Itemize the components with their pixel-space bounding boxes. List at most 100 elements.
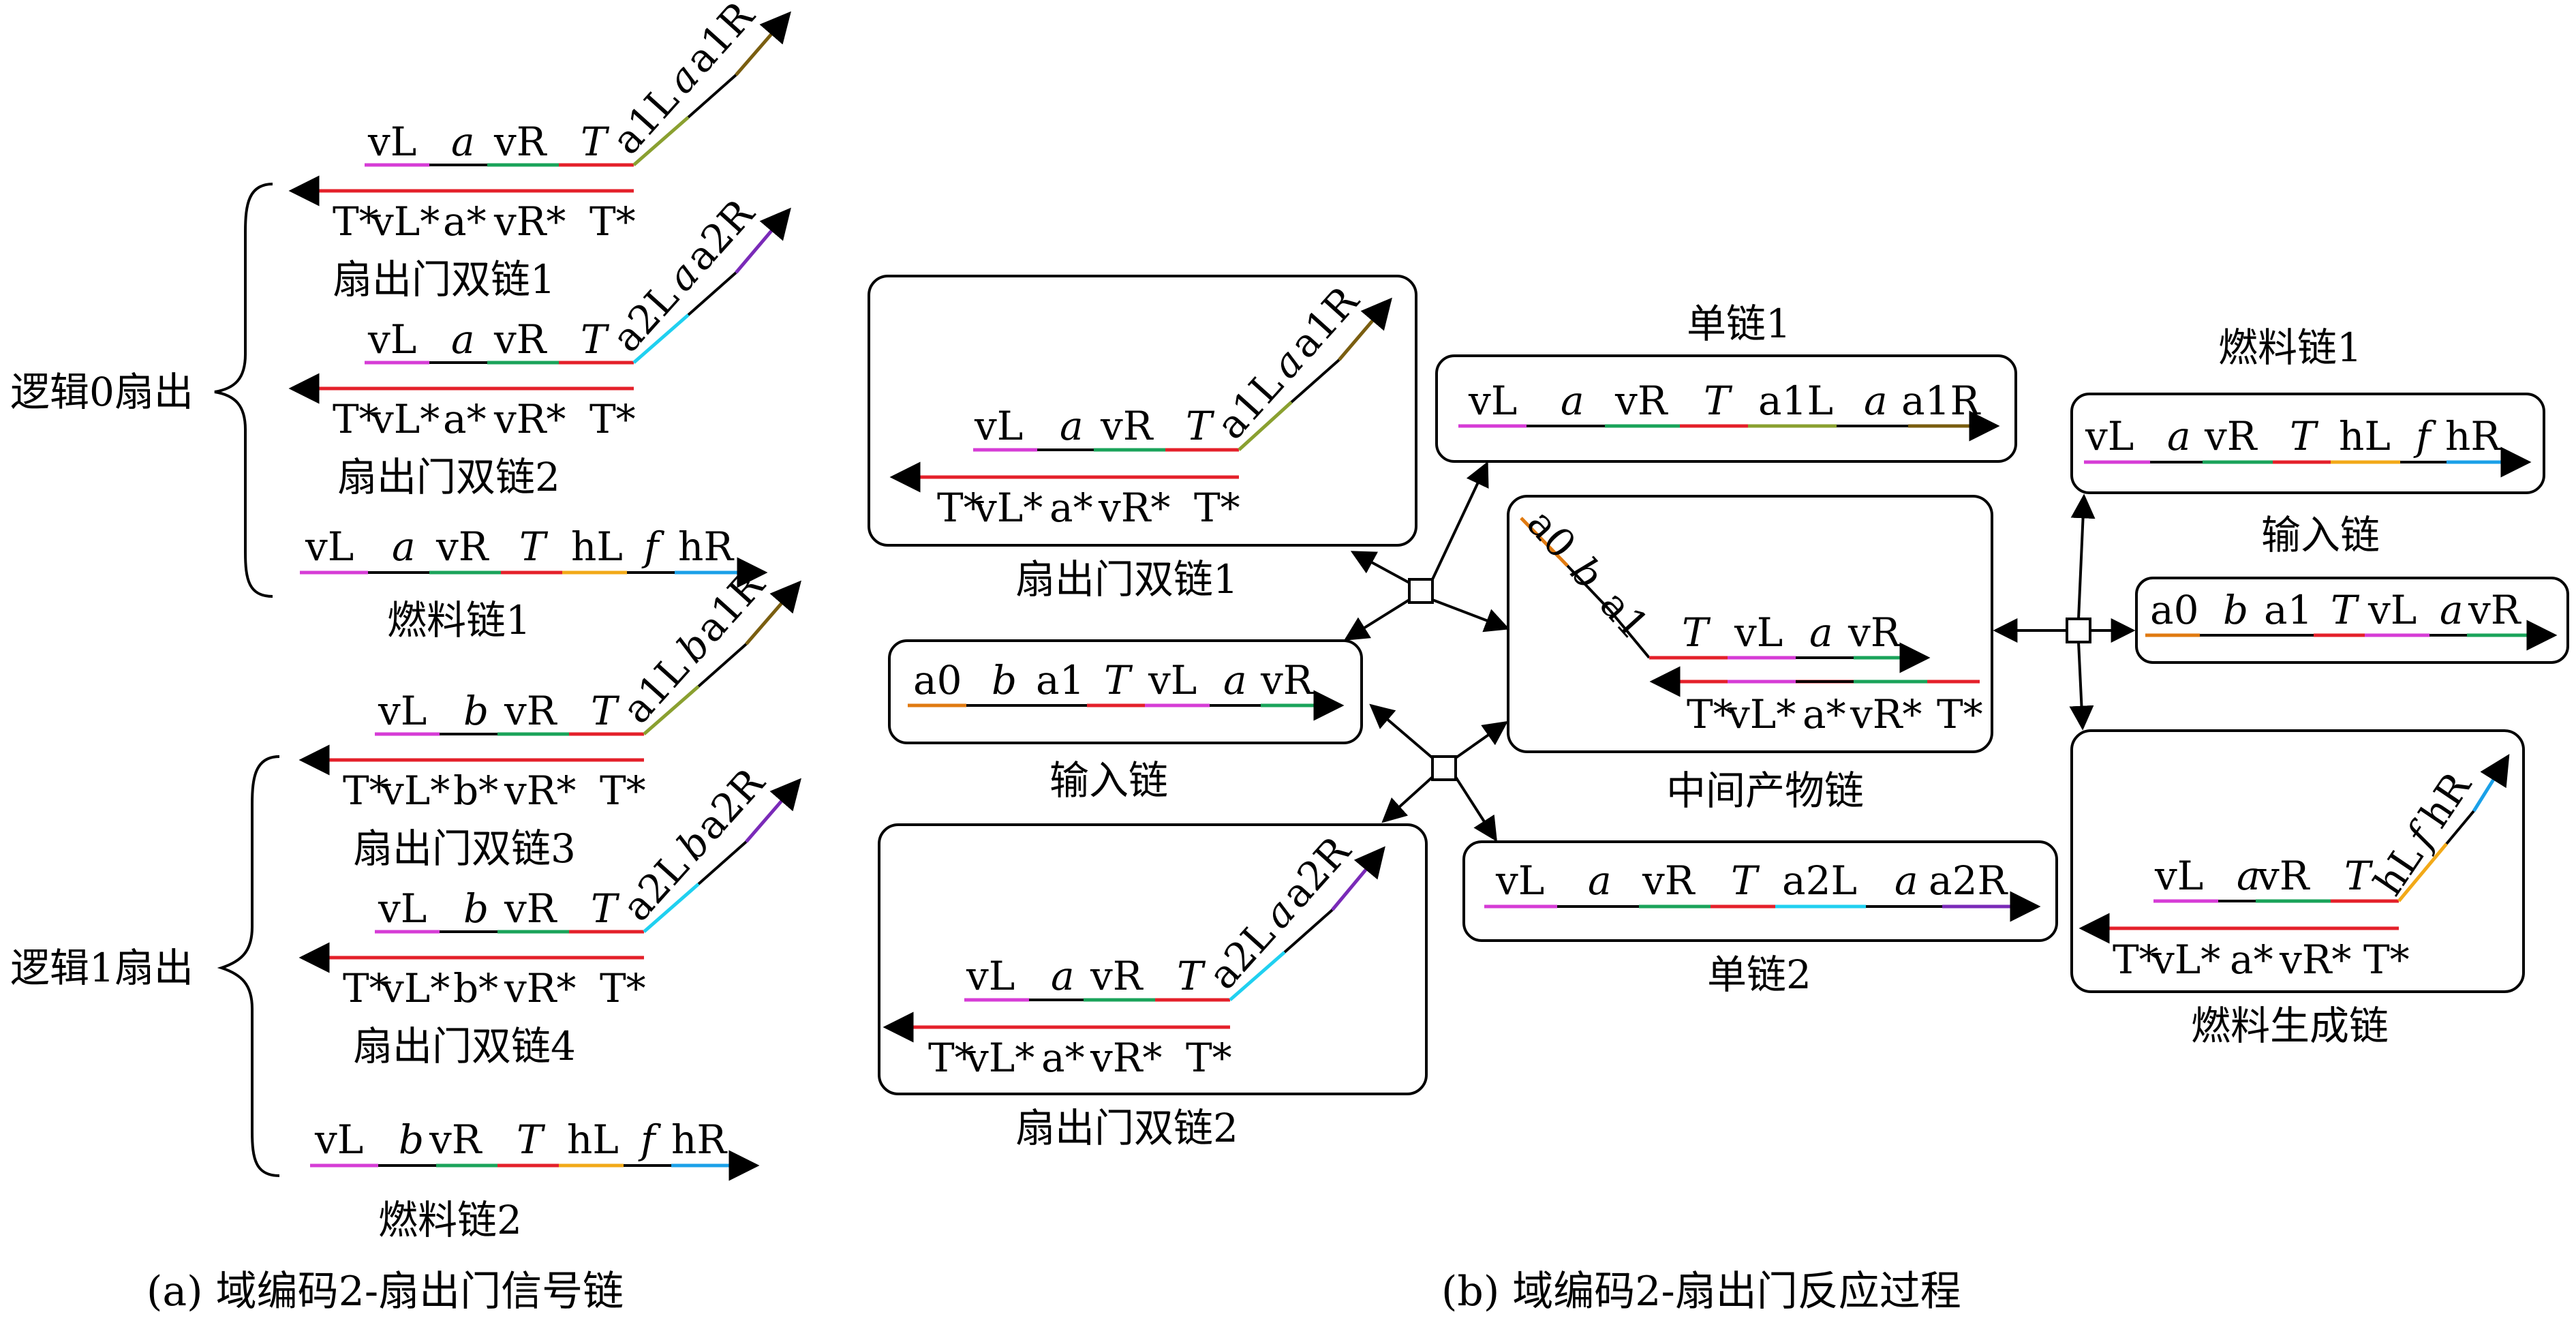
label-T: T xyxy=(519,523,549,570)
box-intermediate-product: a0 b a1 T vL a vR T* vL* a* vR* T* xyxy=(1507,495,1993,753)
box-fuel-strand-1: vL a vR T hL f hR xyxy=(2070,393,2545,494)
gate-duplex-3: vL b vR T T* vL* b* vR* T* a1L b a1R 扇出门… xyxy=(298,561,801,872)
label-a2L: a2L xyxy=(1199,911,1284,998)
domain-hR xyxy=(2472,754,2510,812)
label-vR: vR xyxy=(1614,378,1669,424)
label-T: T xyxy=(1104,657,1133,703)
label-vL: vL xyxy=(966,953,1015,999)
label-vL: vL xyxy=(2367,587,2417,633)
label-astar: a* xyxy=(443,396,487,442)
label-b: b xyxy=(2223,587,2248,633)
label-astar: a* xyxy=(1049,485,1093,531)
panel-b: vL a vR T T* vL* a* vR* T* a1L a a1R 扇出门… xyxy=(868,275,2569,1315)
label-a: a xyxy=(2237,853,2260,899)
domain-a2R xyxy=(745,778,801,843)
domain-b xyxy=(697,643,748,688)
label-Tstar: T* xyxy=(343,767,389,814)
label-vLstar: vL* xyxy=(1727,691,1796,737)
label-T: T xyxy=(2290,413,2319,459)
label-vLstar: vL* xyxy=(381,965,450,1011)
strand-caption: 燃料链1 xyxy=(387,597,531,643)
label-a: a xyxy=(1588,857,1612,904)
label-a1L: a1L xyxy=(1208,361,1292,448)
label-box-fuel-1: 燃料链1 xyxy=(2218,324,2362,371)
label-vR: vR xyxy=(2468,587,2522,633)
label-vL: vL xyxy=(1468,378,1517,424)
label-vR: vR xyxy=(2256,853,2311,899)
label-vRstar: vR* xyxy=(493,198,566,245)
label-box-fanout-gate-duplex-1: 扇出门双链1 xyxy=(1015,556,1238,603)
arrow-to-single2 xyxy=(1454,776,1497,842)
box-frame xyxy=(888,639,1363,744)
brace-logic0 xyxy=(214,183,273,598)
domain-a2L xyxy=(1229,951,1286,1001)
box-frame xyxy=(2070,393,2545,494)
caption-a: (a) 域编码2-扇出门信号链 xyxy=(147,1268,624,1315)
box-frame xyxy=(1462,840,2058,942)
label-Tstar: T* xyxy=(2363,936,2410,983)
group-label-logic0: 逻辑0扇出 xyxy=(10,369,194,415)
label-vL: vL xyxy=(305,523,354,570)
label-a0: a0 xyxy=(2150,587,2198,633)
label-T: T xyxy=(581,316,610,363)
label-vRstar: vR* xyxy=(1090,1035,1162,1081)
panel-a: 逻辑0扇出 逻辑1扇出 vL a vR T T* vL* a* vR* T* a… xyxy=(10,0,801,1315)
box-frame xyxy=(878,823,1428,1095)
label-a0: a0 xyxy=(1518,500,1585,568)
label-T: T xyxy=(1731,857,1760,904)
label-a1L: a1L xyxy=(613,645,698,732)
caption-b: (b) 域编码2-扇出门反应过程 xyxy=(1441,1268,1961,1315)
label-box-input-strand: 输入链 xyxy=(1049,757,1168,804)
label-Tstar: T* xyxy=(928,1035,975,1081)
arrow-to-gate1 xyxy=(1350,551,1410,584)
reaction-node-1 xyxy=(1343,461,1510,641)
label-a: a xyxy=(392,523,416,570)
label-box-input-right: 输入链 xyxy=(2261,512,2380,558)
domain-a2L xyxy=(632,314,690,364)
strand-caption: 扇出门双链4 xyxy=(353,1023,576,1069)
label-vR: vR xyxy=(493,316,548,363)
box-fuel-generated: vL a vR T T* vL* a* vR* T* hL f hR xyxy=(2070,729,2525,993)
label-Tstar: T* xyxy=(589,198,636,245)
label-vR: vR xyxy=(429,1116,483,1163)
label-Tstar: T* xyxy=(600,767,646,814)
label-a: a xyxy=(451,316,475,363)
label-Tstar: T* xyxy=(1186,1035,1232,1081)
domain-a1R xyxy=(745,580,801,645)
label-a1: a1 xyxy=(2264,587,2312,633)
label-vLstar: vL* xyxy=(381,767,450,814)
domain-a1 xyxy=(1608,609,1651,659)
label-a0: a0 xyxy=(913,657,962,703)
domain-a xyxy=(687,74,737,119)
reaction-node xyxy=(2066,618,2091,643)
label-T: T xyxy=(2331,587,2360,633)
arrow-to-input xyxy=(1343,598,1411,641)
label-vLstar: vL* xyxy=(371,396,440,442)
label-f: f xyxy=(638,1116,662,1163)
domain-a xyxy=(687,271,737,316)
label-a2L: a2L xyxy=(603,274,688,361)
label-box-single-2: 单链2 xyxy=(1707,951,1811,998)
label-vL: vL xyxy=(367,316,416,363)
label-a: a xyxy=(1864,378,1888,424)
domain-a2L xyxy=(643,883,700,933)
label-vLstar: vL* xyxy=(966,1035,1034,1081)
label-a2L: a2L xyxy=(1782,857,1857,904)
label-vL: vL xyxy=(2085,413,2134,459)
label-a1R: a1R xyxy=(1901,378,1981,424)
label-T: T xyxy=(591,885,620,932)
box-frame xyxy=(2135,577,2569,664)
label-vR: vR xyxy=(1847,609,1902,656)
label-vL: vL xyxy=(378,688,427,734)
label-vR: vR xyxy=(1100,403,1154,449)
box-single-strand-2: vL a vR T a2L a a2R xyxy=(1462,840,2058,942)
label-vLstar: vL* xyxy=(974,485,1043,531)
box-single-strand-1: vL a vR T a1L a a1R xyxy=(1435,354,2017,463)
label-Tstar: T* xyxy=(2113,936,2159,983)
label-vL: vL xyxy=(378,885,427,932)
label-astar: a* xyxy=(2230,936,2273,983)
label-Tstar: T* xyxy=(333,198,379,245)
label-vRstar: vR* xyxy=(504,965,576,1011)
label-vL: vL xyxy=(1148,657,1197,703)
arrow-to-gate2 xyxy=(1381,776,1434,823)
